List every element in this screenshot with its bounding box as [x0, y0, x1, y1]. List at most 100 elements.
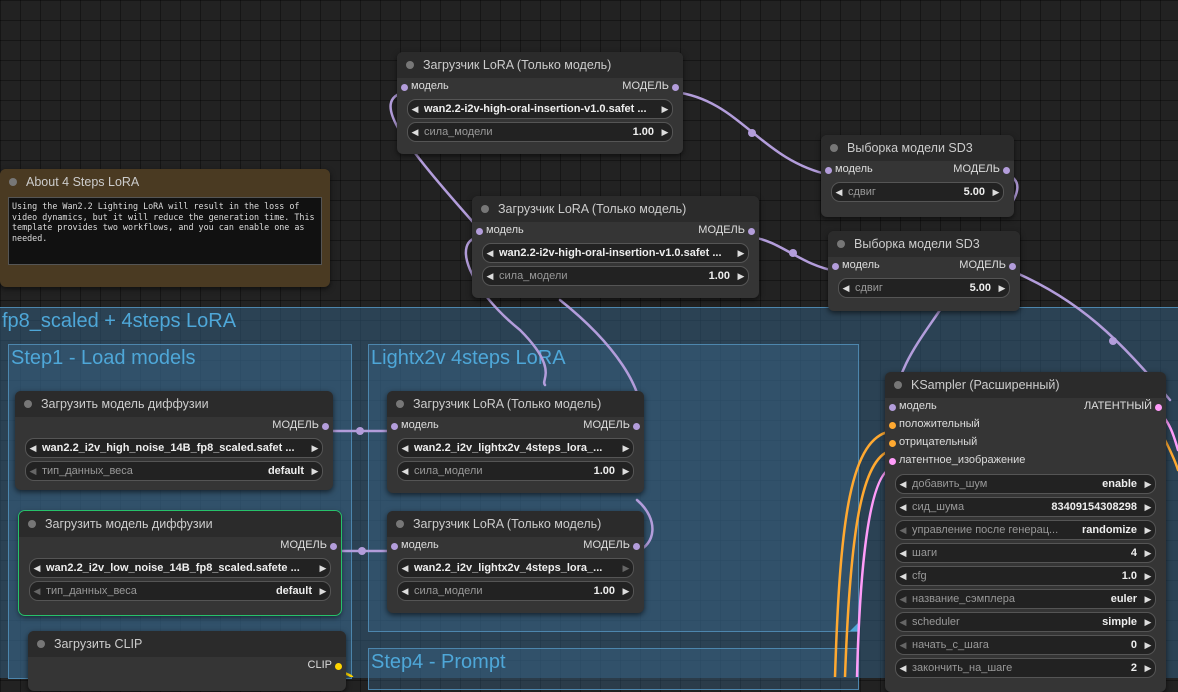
end-at-step-widget[interactable]: ◀ закончить_на_шаге 2 ▶	[895, 658, 1156, 678]
output-slot-model[interactable]	[1003, 167, 1010, 174]
note-about-4-steps-lora[interactable]: About 4 Steps LoRA Using the Wan2.2 Ligh…	[0, 169, 330, 287]
collapse-dot[interactable]	[9, 178, 17, 186]
node-title[interactable]: Загрузчик LoRA (Только модель)	[397, 52, 683, 78]
output-slot-latent[interactable]	[1155, 404, 1162, 411]
unet-name-combo[interactable]: ◀ wan2.2_i2v_low_noise_14B_fp8_scaled.sa…	[29, 558, 331, 578]
strength-widget[interactable]: ◀ сила_модели 1.00 ▶	[482, 266, 749, 286]
input-slot-model[interactable]	[825, 167, 832, 174]
left-arrow-icon[interactable]: ◀	[486, 270, 494, 281]
output-slot-model[interactable]	[1009, 263, 1016, 270]
right-arrow-icon[interactable]: ▶	[737, 270, 745, 281]
right-arrow-icon[interactable]: ▶	[622, 562, 630, 573]
input-slot-latent-image[interactable]	[889, 458, 896, 465]
shift-widget[interactable]: ◀ сдвиг 5.00 ▶	[838, 278, 1010, 298]
left-arrow-icon[interactable]: ◀	[411, 103, 419, 114]
group-title[interactable]: Step4 - Prompt	[371, 651, 506, 673]
node-ksampler-advanced[interactable]: KSampler (Расширенный) модель ЛАТЕНТНЫЙ …	[885, 372, 1166, 692]
node-diffusion-loader-1[interactable]: Загрузить модель диффузии МОДЕЛЬ ◀ wan2.…	[15, 391, 333, 490]
right-arrow-icon[interactable]: ▶	[622, 585, 630, 596]
right-arrow-icon[interactable]: ▶	[622, 465, 630, 476]
output-slot-model[interactable]	[633, 543, 640, 550]
cfg-widget[interactable]: ◀ cfg 1.0 ▶	[895, 566, 1156, 586]
left-arrow-icon[interactable]: ◀	[401, 465, 409, 476]
lora-name-combo[interactable]: ◀ wan2.2_i2v_lightx2v_4steps_lora_... ▶	[397, 558, 634, 578]
output-slot-model[interactable]	[322, 423, 329, 430]
scheduler-combo[interactable]: ◀ scheduler simple ▶	[895, 612, 1156, 632]
node-diffusion-loader-2[interactable]: Загрузить модель диффузии МОДЕЛЬ ◀ wan2.…	[18, 510, 342, 616]
right-arrow-icon[interactable]: ▶	[1144, 524, 1152, 535]
node-title[interactable]: Загрузить модель диффузии	[19, 511, 341, 537]
right-arrow-icon[interactable]: ▶	[1144, 593, 1152, 604]
node-lightx-lora-2[interactable]: Загрузчик LoRA (Только модель) модель МО…	[387, 511, 644, 613]
shift-widget[interactable]: ◀ сдвиг 5.00 ▶	[831, 182, 1004, 202]
collapse-dot[interactable]	[24, 400, 32, 408]
left-arrow-icon[interactable]: ◀	[899, 478, 907, 489]
collapse-dot[interactable]	[406, 61, 414, 69]
output-slot-model[interactable]	[672, 84, 679, 91]
left-arrow-icon[interactable]: ◀	[29, 465, 37, 476]
right-arrow-icon[interactable]: ▶	[1144, 662, 1152, 673]
right-arrow-icon[interactable]: ▶	[311, 465, 319, 476]
input-slot-model[interactable]	[832, 263, 839, 270]
collapse-dot[interactable]	[396, 400, 404, 408]
input-slot-model[interactable]	[889, 404, 896, 411]
right-arrow-icon[interactable]: ▶	[1144, 501, 1152, 512]
node-lora-loader-top1[interactable]: Загрузчик LoRA (Только модель) модель МО…	[397, 52, 683, 154]
left-arrow-icon[interactable]: ◀	[33, 585, 41, 596]
right-arrow-icon[interactable]: ▶	[737, 247, 745, 258]
node-title[interactable]: Загрузить CLIP	[28, 631, 346, 657]
left-arrow-icon[interactable]: ◀	[33, 562, 41, 573]
left-arrow-icon[interactable]: ◀	[899, 662, 907, 673]
strength-widget[interactable]: ◀ сила_модели 1.00 ▶	[407, 122, 673, 142]
left-arrow-icon[interactable]: ◀	[835, 186, 843, 197]
node-title[interactable]: Загрузить модель диффузии	[15, 391, 333, 417]
left-arrow-icon[interactable]: ◀	[899, 501, 907, 512]
collapse-dot[interactable]	[37, 640, 45, 648]
group-title[interactable]: Step1 - Load models	[11, 347, 196, 369]
collapse-dot[interactable]	[481, 205, 489, 213]
node-title[interactable]: Выборка модели SD3	[821, 135, 1014, 161]
sampler-name-combo[interactable]: ◀ название_сэмплера euler ▶	[895, 589, 1156, 609]
group-title[interactable]: Lightx2v 4steps LoRA	[371, 347, 566, 369]
output-slot-clip[interactable]	[335, 663, 342, 670]
strength-widget[interactable]: ◀ сила_модели 1.00 ▶	[397, 581, 634, 601]
node-model-sampling-sd3-2[interactable]: Выборка модели SD3 модель МОДЕЛЬ ◀ сдвиг…	[828, 231, 1020, 311]
left-arrow-icon[interactable]: ◀	[899, 547, 907, 558]
collapse-dot[interactable]	[837, 240, 845, 248]
left-arrow-icon[interactable]: ◀	[899, 570, 907, 581]
lora-name-combo[interactable]: ◀ wan2.2-i2v-high-oral-insertion-v1.0.sa…	[482, 243, 749, 263]
collapse-dot[interactable]	[894, 381, 902, 389]
unet-name-combo[interactable]: ◀ wan2.2_i2v_high_noise_14B_fp8_scaled.s…	[25, 438, 323, 458]
input-slot-model[interactable]	[401, 84, 408, 91]
strength-widget[interactable]: ◀ сила_модели 1.00 ▶	[397, 461, 634, 481]
input-slot-positive[interactable]	[889, 422, 896, 429]
left-arrow-icon[interactable]: ◀	[899, 639, 907, 650]
left-arrow-icon[interactable]: ◀	[486, 247, 494, 258]
right-arrow-icon[interactable]: ▶	[661, 126, 669, 137]
dtype-combo[interactable]: ◀ тип_данных_веса default ▶	[29, 581, 331, 601]
right-arrow-icon[interactable]: ▶	[1144, 639, 1152, 650]
right-arrow-icon[interactable]: ▶	[1144, 616, 1152, 627]
right-arrow-icon[interactable]: ▶	[1144, 570, 1152, 581]
lora-name-combo[interactable]: ◀ wan2.2-i2v-high-oral-insertion-v1.0.sa…	[407, 99, 673, 119]
group-title[interactable]: fp8_scaled + 4steps LoRA	[2, 310, 237, 332]
node-model-sampling-sd3-1[interactable]: Выборка модели SD3 модель МОДЕЛЬ ◀ сдвиг…	[821, 135, 1014, 217]
note-textarea[interactable]: Using the Wan2.2 Lighting LoRA will resu…	[8, 197, 322, 265]
right-arrow-icon[interactable]: ▶	[319, 585, 327, 596]
right-arrow-icon[interactable]: ▶	[998, 282, 1006, 293]
node-title[interactable]: Загрузчик LoRA (Только модель)	[472, 196, 759, 222]
control-after-generate-combo[interactable]: ◀ управление после генерац... randomize …	[895, 520, 1156, 540]
output-slot-model[interactable]	[330, 543, 337, 550]
node-title[interactable]: KSampler (Расширенный)	[885, 372, 1166, 398]
left-arrow-icon[interactable]: ◀	[842, 282, 850, 293]
right-arrow-icon[interactable]: ▶	[1144, 478, 1152, 489]
node-title[interactable]: Загрузчик LoRA (Только модель)	[387, 391, 644, 417]
lora-name-combo[interactable]: ◀ wan2.2_i2v_lightx2v_4steps_lora_... ▶	[397, 438, 634, 458]
left-arrow-icon[interactable]: ◀	[899, 524, 907, 535]
collapse-dot[interactable]	[396, 520, 404, 528]
collapse-dot[interactable]	[28, 520, 36, 528]
right-arrow-icon[interactable]: ▶	[311, 442, 319, 453]
dtype-combo[interactable]: ◀ тип_данных_веса default ▶	[25, 461, 323, 481]
output-slot-model[interactable]	[748, 228, 755, 235]
